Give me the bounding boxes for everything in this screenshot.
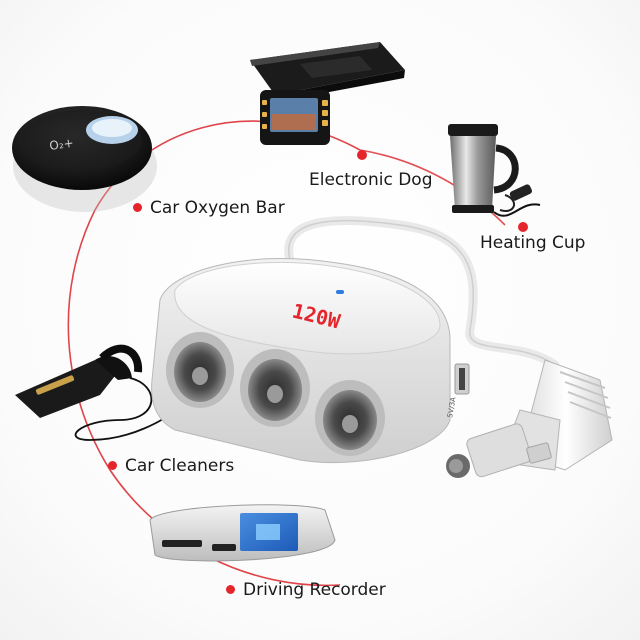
bullet-dot	[226, 584, 235, 594]
car-plug	[446, 359, 613, 478]
usb-port	[454, 363, 470, 395]
socket-adapter: 5V/3A 120W	[151, 257, 470, 464]
socket-3	[315, 380, 385, 456]
label-driving-recorder: Driving Recorder	[226, 580, 386, 600]
label-car-cleaners: Car Cleaners	[108, 456, 234, 476]
bullet-dot-heating-cup	[518, 222, 528, 232]
socket-1	[166, 332, 234, 408]
car-oxygen-bar-illustration: O₂+	[12, 106, 157, 212]
bullet-dot-electronic-dog	[357, 150, 367, 160]
electronic-dog-illustration	[250, 42, 405, 145]
socket-2	[240, 349, 310, 427]
bullet-dot	[108, 460, 117, 470]
label-car-oxygen-bar: Car Oxygen Bar	[133, 198, 285, 218]
svg-text:O₂+: O₂+	[48, 136, 74, 153]
usb-label: 5V/3A	[446, 396, 458, 418]
heating-cup-illustration	[448, 124, 541, 217]
label-heating-cup: Heating Cup	[480, 233, 586, 253]
driving-recorder-illustration	[149, 504, 336, 562]
adapter-cable	[284, 216, 560, 370]
bullet-dot	[133, 202, 142, 212]
label-electronic-dog: Electronic Dog	[309, 170, 433, 190]
